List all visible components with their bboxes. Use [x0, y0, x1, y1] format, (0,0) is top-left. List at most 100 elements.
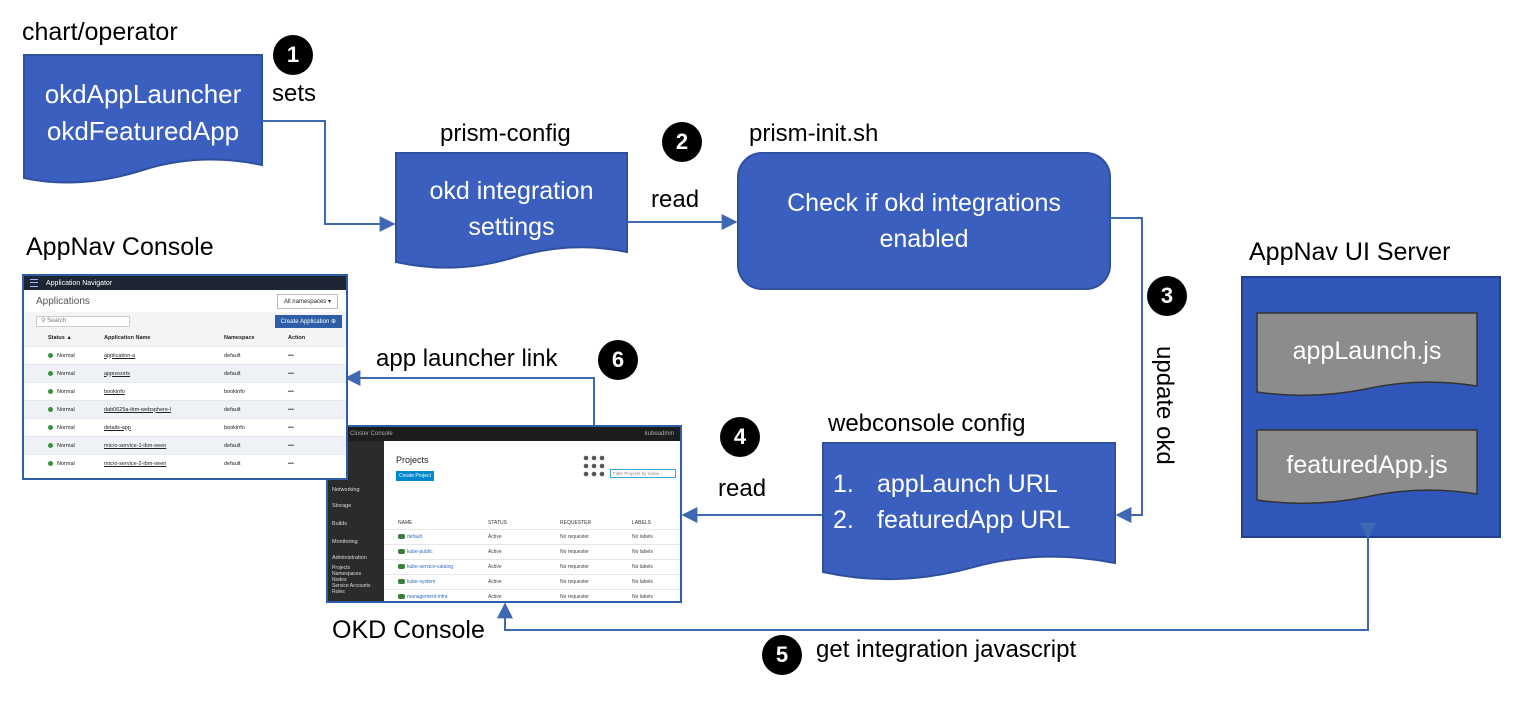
okd-user[interactable]: kubeadmin — [644, 431, 674, 437]
okd-nav-2[interactable]: Storage — [332, 503, 352, 509]
prism-init-text: Check if okd integrations enabled — [738, 186, 1110, 257]
appnav-window-title: Application Navigator — [46, 279, 113, 287]
okd-create-project-button[interactable]: Create Project — [396, 471, 434, 481]
project-link[interactable]: kube-public — [407, 549, 433, 555]
search-input[interactable]: ⚲ Search — [36, 315, 130, 327]
search-placeholder: Search — [47, 317, 67, 324]
status-text: Normal — [57, 424, 75, 431]
project-name-cell[interactable]: kube-public — [384, 544, 487, 560]
action-menu-icon[interactable]: ••• — [288, 436, 346, 455]
application-link[interactable]: details-app — [104, 418, 224, 437]
project-status: Active — [487, 529, 559, 545]
okd-nav-1[interactable]: Networking — [332, 487, 360, 493]
prism-config-text: okd integration settings — [396, 174, 627, 245]
appnav-heading: Applications — [36, 295, 90, 307]
appnav-header: Applications All namespaces ▾ — [24, 290, 346, 312]
project-link[interactable]: management-infra — [407, 594, 448, 600]
okd-nav-6[interactable]: Projects — [332, 565, 351, 571]
item1-number: 1. — [833, 470, 854, 498]
namespace-select[interactable]: All namespaces ▾ — [276, 293, 338, 309]
project-name-cell[interactable]: management-infra — [384, 589, 487, 601]
status-ok-icon — [48, 352, 53, 358]
step-1-badge: 1 — [273, 35, 313, 75]
project-requester: No requester — [559, 559, 631, 575]
appnav-topbar: Application Navigator — [24, 276, 346, 290]
okd-nav-10[interactable]: Roles — [332, 589, 345, 595]
prism-config-box — [395, 152, 628, 269]
status-ok-icon — [48, 388, 53, 394]
project-requester: No requester — [559, 589, 631, 601]
namespace-cell: default — [224, 436, 288, 455]
status-text: Normal — [57, 442, 75, 449]
okd-heading: Projects — [396, 455, 429, 465]
status-ok-icon — [48, 442, 53, 448]
chart-operator-line1: okdAppLauncher — [44, 79, 242, 109]
search-icon: ⚲ — [41, 317, 46, 324]
status-cell: Normal — [24, 400, 104, 419]
webconsole-item1: 1.appLaunch URL — [833, 466, 1103, 502]
application-link[interactable]: application-a — [104, 346, 224, 365]
okd-nav-4[interactable]: Monitoring — [332, 539, 358, 545]
okd-nav-9[interactable]: Service Accounts — [332, 583, 371, 589]
project-name-cell[interactable]: kube-service-catalog — [384, 559, 487, 575]
project-link[interactable]: kube-system — [407, 579, 436, 585]
project-labels: No labels — [631, 529, 680, 545]
chart-operator-text: okdAppLauncher okdFeaturedApp — [24, 76, 262, 150]
action-menu-icon[interactable]: ••• — [288, 454, 346, 472]
step-3-label: update okd — [1151, 346, 1178, 465]
prism-config-line2: settings — [468, 212, 555, 241]
action-menu-icon[interactable]: ••• — [288, 418, 346, 437]
file-featuredapp-label: featuredApp.js — [1286, 451, 1448, 479]
step-1-label: sets — [272, 80, 317, 107]
prism-init-line1: Check if okd integrations — [787, 189, 1061, 217]
create-application-button[interactable]: Create Application ⊕ — [274, 314, 342, 328]
okd-filter-input[interactable]: Filter Projects by name... — [610, 469, 676, 478]
connector-update-okd — [1110, 217, 1143, 523]
project-badge-icon — [398, 549, 405, 555]
appnav-console-screenshot: Application Navigator Applications All n… — [22, 274, 348, 480]
okd-nav-5[interactable]: Administration — [332, 555, 367, 561]
project-labels: No labels — [631, 559, 680, 575]
project-name-cell[interactable]: kube-system — [384, 574, 487, 590]
appnav-col-name[interactable]: Application Name — [104, 330, 224, 347]
appnav-col-namespace[interactable]: Namespace — [224, 330, 288, 347]
application-link[interactable]: dab0625a-ibm-websphere-l — [104, 400, 224, 419]
action-menu-icon[interactable]: ••• — [288, 382, 346, 401]
action-menu-icon[interactable]: ••• — [288, 364, 346, 383]
status-cell: Normal — [24, 436, 104, 455]
action-menu-icon[interactable]: ••• — [288, 346, 346, 365]
status-cell: Normal — [24, 454, 104, 472]
okd-header-row: NAME STATUS REQUESTER LABELS — [384, 517, 680, 530]
project-link[interactable]: default — [407, 534, 423, 540]
action-menu-icon[interactable]: ••• — [288, 400, 346, 419]
prism-init-caption: prism-init.sh — [749, 120, 879, 147]
app-launcher-grid-icon[interactable] — [583, 455, 605, 477]
application-link[interactable]: micro-service-2-ibm-oeen — [104, 454, 224, 472]
step-3-badge: 3 — [1147, 276, 1187, 316]
project-link[interactable]: kube-service-catalog — [407, 564, 454, 570]
appnav-header-row: Status ▲ Application Name Namespace Acti… — [24, 330, 346, 347]
plus-circle-icon: ⊕ — [330, 318, 336, 325]
webconsole-text: 1.appLaunch URL 2.featuredApp URL — [833, 466, 1103, 539]
application-link[interactable]: bookinfo — [104, 382, 224, 401]
application-link[interactable]: appresorts — [104, 364, 224, 383]
application-link[interactable]: micro-service-1-ibm-oeen — [104, 436, 224, 455]
project-status: Active — [487, 559, 559, 575]
item2-number: 2. — [833, 506, 854, 535]
step-2-badge: 2 — [662, 122, 702, 162]
okd-nav-8[interactable]: Nodes — [332, 577, 347, 583]
status-cell: Normal — [24, 382, 104, 401]
appnav-col-status[interactable]: Status ▲ — [24, 330, 104, 347]
okd-nav-7[interactable]: Namespaces — [332, 571, 362, 577]
okd-col-name[interactable]: NAME — [398, 520, 413, 526]
okd-nav-3[interactable]: Builds — [332, 521, 347, 527]
project-name-cell[interactable]: default — [384, 529, 487, 545]
hamburger-menu-icon[interactable] — [30, 279, 38, 287]
status-text: Normal — [57, 406, 75, 413]
prism-config-line1: okd integration — [429, 177, 594, 205]
